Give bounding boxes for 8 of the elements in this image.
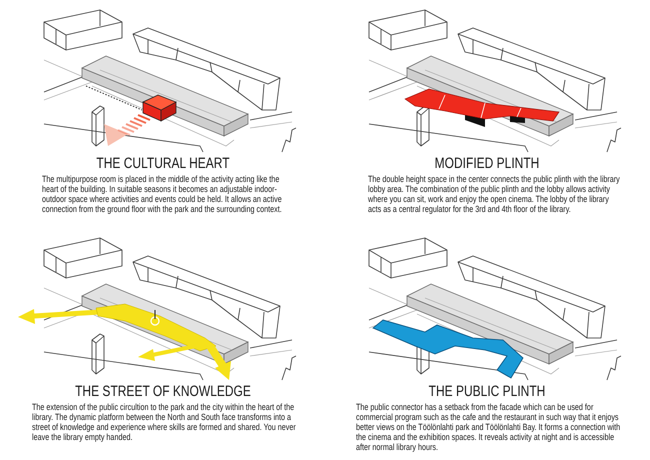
description-text: The public connector has a setback from the facade which can be used for commercial program such as the cafe and the restaurant in such way that it enjoys better views on the Töölönlahti park and Töölönlahti Bay. It forms a connection with the cinema and the exhibition spaces. It reveals activity at night and is accessible after normal library hours. — [356, 402, 622, 452]
panel-title: THE STREET OF KNOWLEDGE — [75, 384, 251, 400]
panel-title: THE CULTURAL HEART — [96, 156, 230, 172]
panel-title: THE PUBLIC PLINTH — [428, 384, 546, 400]
panel-title: MODIFIED PLINTH — [434, 156, 540, 172]
description-text: The double height space in the center connects the public plinth with the library lobby area. The combination of the public plinth and the lobby allows activity where you can sit, work and enjoy the open cinema. The lobby of the library acts as a central regulator for the 3rd and 4th floor of the library. — [368, 174, 620, 214]
description-text: The multipurpose room is placed in the middle of the activity acting like the heart of the building. In suitable seasons it becomes an adjustable indoor-outdoor space where activities and events could be held. It allows an active connection from the ground floor with the park and the surrounding context. — [42, 174, 283, 214]
description-text: The extension of the public circultion to the park and the city within the heart of the library. The dynamic platform between the North and South face transforms into a street of knowledge and experience where skills are formed and shared. You never leave the library empty handed. — [32, 402, 297, 442]
